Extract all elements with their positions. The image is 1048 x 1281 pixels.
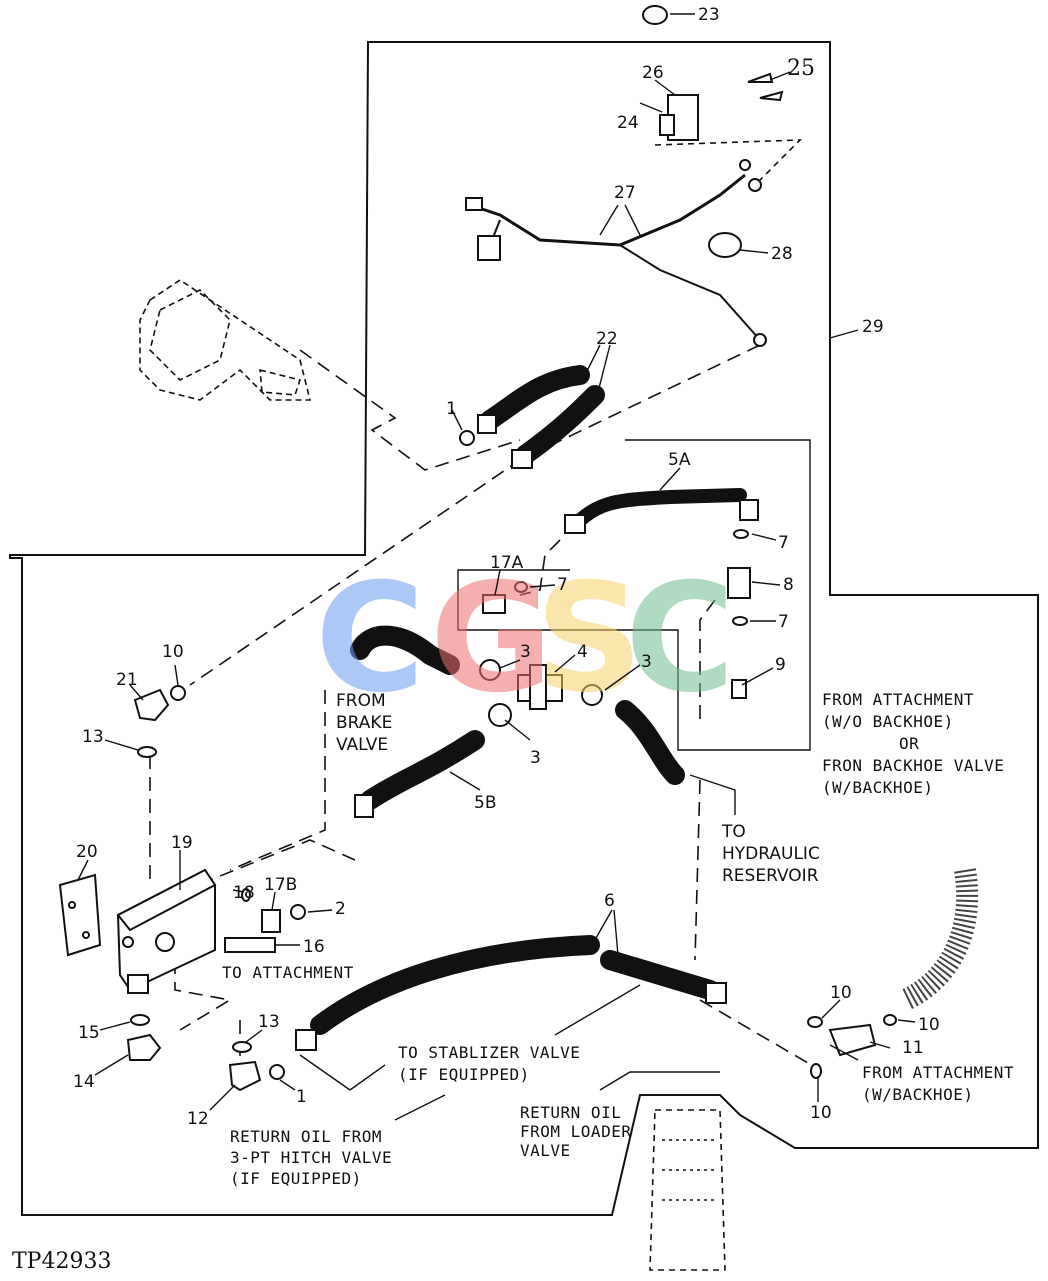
note-from-attachment-w-backhoe: FROM ATTACHMENT (W/BACKHOE) [862,1063,1024,1104]
hose-6-right [600,950,720,1000]
wiring-harness [465,159,767,347]
note-from-brake-valve: FROM BRAKE VALVE [336,691,398,755]
note-to-hydraulic-reservoir: TO HYDRAULIC RESERVOIR [721,822,825,886]
stippled-hose [900,868,979,1011]
grommet-23 [642,5,668,25]
callout-13-left: 13 [82,727,104,747]
callout-27: 27 [614,183,636,203]
note-to-stabilizer-valve: TO STABLIZER VALVE (IF EQUIPPED) [398,1043,591,1084]
callout-3-c: 3 [530,748,541,768]
callout-26: 26 [642,63,664,83]
callout-10-right: 10 [918,1015,940,1035]
watermark-letter-2: G [430,552,553,726]
ghost-assembly [139,279,312,401]
watermark-letter-1: C [315,552,425,726]
note-return-oil-hitch: RETURN OIL FROM 3-PT HITCH VALVE (IF EQU… [230,1127,402,1188]
callout-22: 22 [596,329,618,349]
callout-10-right-top: 10 [830,983,852,1003]
leader-lines [77,13,916,1121]
callout-7-c: 7 [778,612,789,632]
callout-18: 18 [233,883,255,903]
hose-22-lower [515,385,605,465]
watermark-letter-4: C [625,552,735,726]
callout-4: 4 [577,642,588,662]
callout-17b: 17B [264,875,297,895]
valve-block [58,868,217,994]
hose-6-left [310,935,600,1035]
note-return-oil-loader: RETURN OIL FROM LOADER VALVE [520,1103,642,1160]
callout-19: 19 [171,833,193,853]
bolts [747,72,784,102]
callout-12: 12 [187,1109,209,1129]
callout-8: 8 [783,575,794,595]
callout-24: 24 [617,113,639,133]
callout-29: 29 [862,317,884,337]
inset-box [457,439,811,751]
callout-1-bottom: 1 [296,1087,307,1107]
callout-1-top: 1 [446,399,457,419]
hose-from-brake [350,625,460,675]
filter-canister [649,1109,726,1271]
hose-5b [360,730,485,810]
callout-21: 21 [116,670,138,690]
callout-17a: 17A [490,553,524,573]
dashed-connectors [149,344,821,1071]
callout-14: 14 [73,1072,95,1092]
callout-10-bottom: 10 [810,1103,832,1123]
callout-5b: 5B [474,793,496,813]
callout-13-bottom: 13 [258,1012,280,1032]
reference-code: TP42933 [12,1249,111,1274]
note-to-attachment: TO ATTACHMENT [222,963,354,982]
hose-5a [568,488,747,532]
watermark: C G S C [315,552,735,726]
callout-16: 16 [303,937,325,957]
callout-5a: 5A [668,450,691,470]
callout-numbers: 23 26 25 24 27 28 29 22 1 5A 7 17A 7 8 7… [73,5,940,1129]
callout-23: 23 [698,5,720,25]
callout-15: 15 [78,1023,100,1043]
diagram-boundary [9,41,1039,1216]
hose-to-reservoir [615,700,685,785]
callout-20: 20 [76,842,98,862]
watermark-letter-3: S [535,552,643,726]
callout-10-left: 10 [162,642,184,662]
callout-2: 2 [335,899,346,919]
callout-7-a: 7 [778,533,789,553]
callout-9: 9 [775,655,786,675]
callout-3-b: 3 [641,652,652,672]
callout-11: 11 [902,1038,924,1058]
callout-7-b: 7 [557,575,568,595]
fittings [126,414,897,1092]
callout-28: 28 [771,244,793,264]
callout-3-a: 3 [520,642,531,662]
note-from-attachment-wo-backhoe: FROM ATTACHMENT (W/O BACKHOE) OR FRON BA… [822,690,1015,797]
annotation-notes: FROM BRAKE VALVE FROM ATTACHMENT (W/O BA… [222,690,1024,1188]
switch-assembly [654,94,803,181]
callout-25: 25 [787,56,815,81]
clamp-28 [708,232,742,258]
hose-22-upper [480,365,590,430]
callout-6: 6 [604,891,615,911]
